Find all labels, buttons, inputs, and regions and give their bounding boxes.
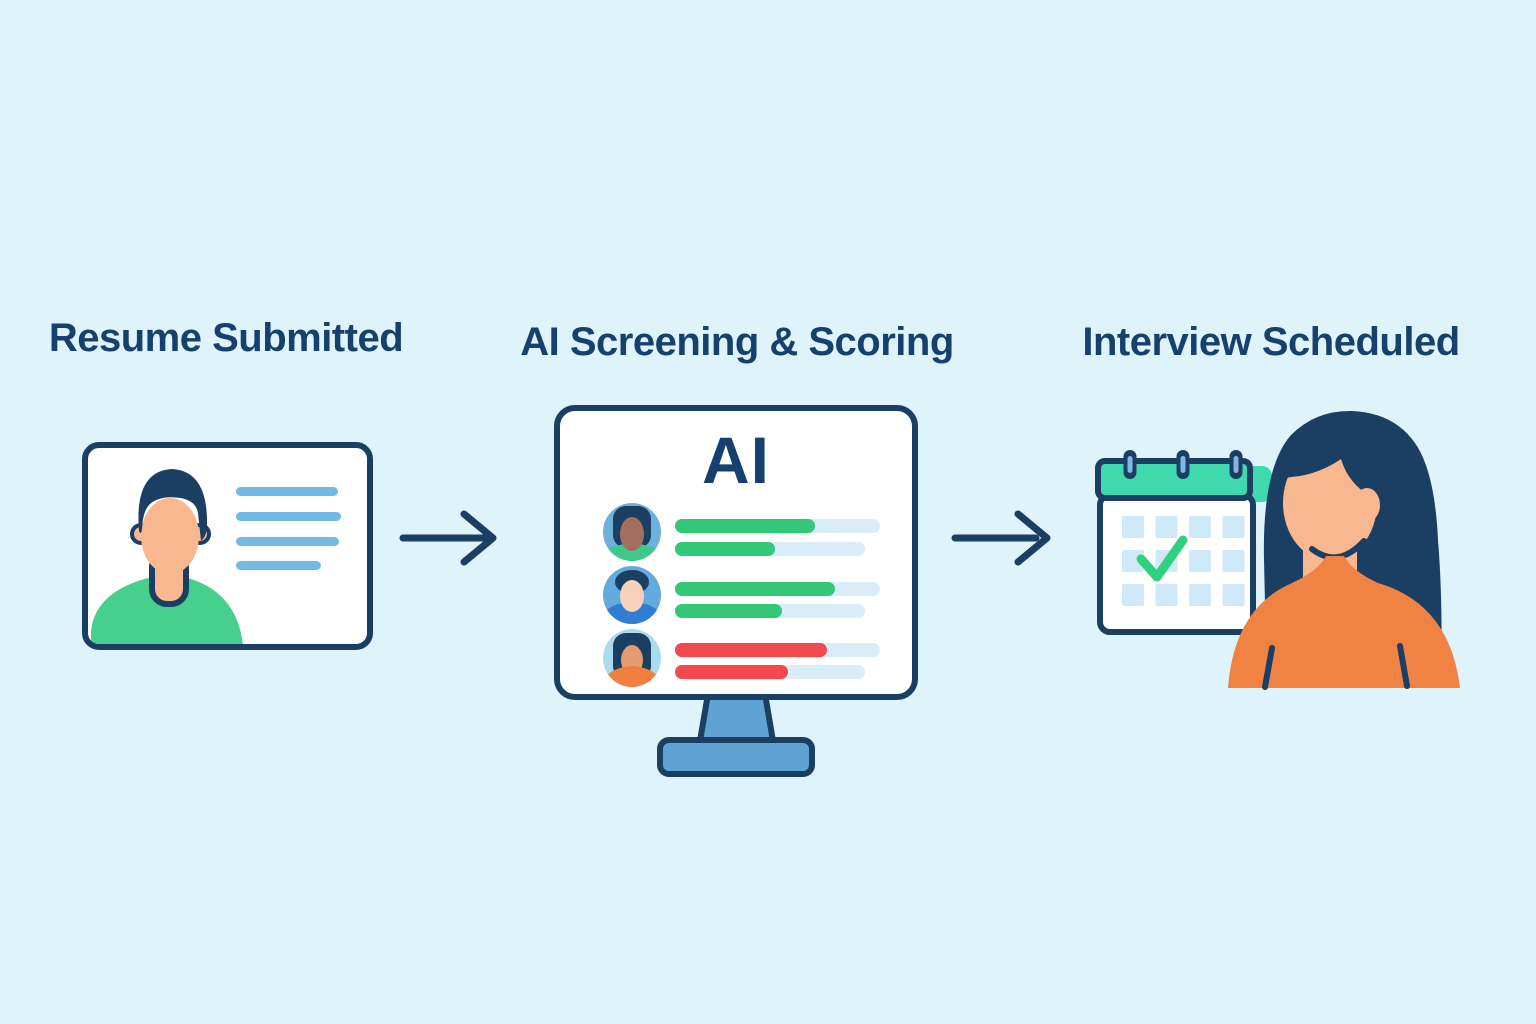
- score-fill: [675, 604, 782, 618]
- arrow-2-icon: [951, 510, 1051, 566]
- arrow-1-icon: [399, 510, 497, 566]
- calendar-cell: [1189, 584, 1211, 606]
- ai-label: AI: [702, 423, 770, 497]
- resume-card-icon: [82, 442, 373, 650]
- score-fill: [675, 542, 775, 556]
- resume-card-portrait: [91, 469, 341, 644]
- monitor-icon: AI: [554, 405, 918, 777]
- candidate-avatar-1: [603, 503, 661, 561]
- recruiter-sleeve-line-left: [1262, 645, 1275, 690]
- calendar-rings: [1123, 450, 1243, 479]
- recruiter-sleeve-line-right: [1397, 643, 1410, 689]
- score-fill: [675, 519, 815, 533]
- portrait-shirt: [91, 577, 243, 644]
- portrait-hair: [138, 469, 208, 541]
- score-fill: [675, 643, 827, 657]
- checkmark-icon: [1136, 535, 1188, 582]
- calendar-cell: [1155, 516, 1178, 538]
- avatar-3-fringe: [620, 639, 644, 653]
- step-title-ai-screening: AI Screening & Scoring: [520, 320, 954, 364]
- calendar-cell: [1189, 550, 1211, 572]
- avatar-2-face: [620, 580, 644, 612]
- score-fill: [675, 665, 788, 679]
- calendar-header: [1095, 458, 1253, 501]
- step-title-interview-scheduled: Interview Scheduled: [1082, 320, 1460, 364]
- resume-text-lines: [236, 487, 341, 570]
- calendar-cell: [1189, 516, 1211, 538]
- calendar-cell: [1122, 516, 1144, 538]
- recruiter-person: [1228, 410, 1460, 690]
- calendar-cell: [1222, 584, 1245, 606]
- monitor-stand-neck: [697, 691, 776, 744]
- portrait-face: [141, 498, 199, 574]
- calendar-cell: [1222, 516, 1245, 538]
- recruiter-ear: [1354, 488, 1380, 522]
- calendar-icon: [1095, 450, 1272, 635]
- avatar-1-face: [620, 517, 644, 551]
- score-fill: [675, 582, 835, 596]
- score-bars: [675, 519, 880, 679]
- calendar-cell: [1155, 584, 1178, 606]
- monitor-stand-base: [657, 737, 815, 777]
- recruiter-hair-front: [1286, 414, 1440, 688]
- step-title-resume-submitted: Resume Submitted: [48, 316, 404, 360]
- calendar-cell: [1222, 550, 1245, 572]
- calendar-cell: [1122, 584, 1144, 606]
